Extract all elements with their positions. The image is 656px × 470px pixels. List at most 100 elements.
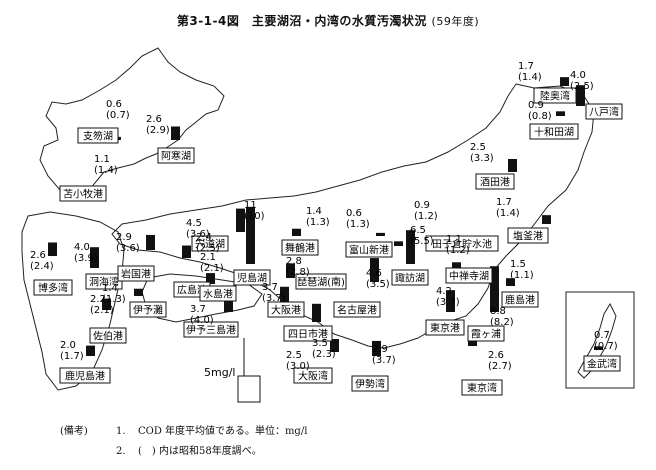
cod-bar — [576, 85, 585, 106]
value-59-label: 3.7 — [190, 304, 206, 315]
value-59-label: 0.6 — [346, 208, 362, 219]
cod-bar — [102, 298, 111, 310]
honshu-outline — [111, 83, 595, 349]
chart-subtitle: (59年度) — [431, 15, 480, 28]
site-label-box — [77, 127, 119, 144]
cod-bar — [312, 303, 321, 322]
site-label-box — [585, 103, 623, 120]
cod-bar — [376, 232, 385, 236]
value-58-label: (0.7) — [106, 110, 130, 121]
cod-bar — [48, 242, 57, 256]
site-label-box — [183, 321, 239, 338]
value-58-label: (8.2) — [490, 317, 514, 328]
value-59-label: 6.5 — [410, 225, 426, 236]
site-label-box — [59, 185, 107, 202]
value-58-label: (1.4) — [94, 165, 118, 176]
cod-bar — [452, 262, 461, 268]
site-label-box — [295, 273, 347, 290]
cod-bar — [280, 286, 289, 306]
scale-label: 5mg/l — [204, 366, 235, 379]
value-59-label: 1.7 — [496, 197, 512, 208]
site-name-label: 苫小牧港 — [63, 188, 103, 201]
site-name-label: 田子倉貯水池 — [432, 238, 492, 251]
value-58-label: (1.1) — [510, 270, 534, 281]
value-58-label: (2.5) — [570, 81, 594, 92]
site-label-box — [529, 123, 579, 140]
cod-bar — [182, 245, 191, 258]
value-59-label: 2.5 — [286, 350, 302, 361]
value-58-label: (0.8) — [528, 111, 552, 122]
cod-bar — [506, 278, 515, 286]
value-58-label: (3.7) — [436, 297, 460, 308]
cod-bar — [508, 159, 517, 172]
site-name-label: 伊勢湾 — [355, 378, 385, 391]
cod-bar — [146, 234, 155, 250]
value-59-label: 4.5 — [186, 218, 202, 229]
site-name-label: 中禅寺湖 — [449, 270, 489, 283]
site-name-label: 伊予灘 — [133, 304, 163, 317]
value-59-label: 2.5 — [470, 142, 486, 153]
value-58-label: (2.7) — [488, 361, 512, 372]
cod-bar — [594, 346, 603, 350]
site-name-label: 八戸湾 — [589, 106, 619, 119]
site-name-label: 舞鶴港 — [285, 242, 315, 255]
value-59-label: 2.1 — [200, 252, 216, 263]
site-name-label: 塩釜港 — [513, 230, 543, 243]
site-label-box — [507, 227, 549, 244]
note-text: COD 年度平均値である。単位：mg/l — [138, 426, 308, 437]
value-59-label: 2.0 — [60, 340, 76, 351]
cod-bar — [560, 77, 569, 86]
site-label-box — [33, 279, 73, 296]
site-name-label: 東京湾 — [467, 382, 497, 395]
cod-bar — [330, 339, 339, 352]
site-name-label: 十和田湖 — [534, 126, 574, 139]
site-name-label: 琵琶湖(南) — [297, 276, 345, 289]
site-label-box — [425, 319, 465, 336]
value-58-label: (1.2) — [414, 211, 438, 222]
cod-bar — [171, 126, 180, 140]
value-59-label: 4.0 — [74, 242, 90, 253]
value-58-label: (2.1) — [200, 263, 224, 274]
bar-layer — [48, 77, 603, 356]
label-layer: 支笏湖0.6(0.7)阿寒湖2.6(2.9)苫小牧港1.1(1.4)陸奥湾1.7… — [30, 61, 623, 396]
site-label-box — [281, 239, 319, 256]
site-name-label: 洞海湾 — [89, 276, 119, 289]
site-label-box — [267, 301, 305, 318]
cod-bar — [542, 215, 551, 224]
site-label-box — [233, 269, 271, 286]
value-59-label: 0.7 — [594, 330, 610, 341]
site-label-box — [191, 235, 229, 252]
value-58-label: (1.7) — [60, 351, 84, 362]
site-name-label: 富山新港 — [349, 244, 389, 257]
cod-bar — [206, 273, 215, 284]
site-name-label: 諏訪湖 — [395, 272, 425, 285]
site-name-label: 霞ヶ浦 — [471, 328, 501, 341]
site-name-label: 伊予三島港 — [186, 324, 236, 337]
value-58-label: (1.3) — [346, 219, 370, 230]
value-59-label: 1.4 — [102, 283, 118, 294]
value-58-label: (3.3) — [470, 153, 494, 164]
value-59-label: 1.1 — [446, 234, 462, 245]
value-59-label: 4.6 — [366, 268, 382, 279]
value-58-label: (1.3) — [306, 217, 330, 228]
value-59-label: 0.9 — [414, 200, 430, 211]
okinawa-outline — [577, 302, 617, 379]
site-label-box — [351, 375, 389, 392]
notes-label: (備考) — [60, 426, 88, 437]
site-name-label: 金武湾 — [587, 358, 617, 371]
value-58-label: (1.2) — [446, 245, 470, 256]
value-58-label: (1.3) — [102, 294, 126, 305]
site-name-label: 水島港 — [203, 288, 233, 301]
site-label-box — [333, 301, 381, 318]
site-label-box — [391, 269, 429, 286]
value-58-label: (3.9) — [74, 253, 98, 264]
scale-bar — [237, 375, 261, 403]
note-row-2: 2. ( ) 内は昭和58年度調べ。 — [60, 442, 307, 462]
value-59-label: 1.5 — [510, 259, 526, 270]
site-name-label: 阿寒湖 — [161, 150, 191, 163]
value-58-label: (3.0) — [286, 361, 310, 372]
value-59-label: 4.2 — [436, 286, 452, 297]
value-58-label: (2.5) — [196, 243, 220, 254]
value-59-label: 1.4 — [306, 206, 322, 217]
